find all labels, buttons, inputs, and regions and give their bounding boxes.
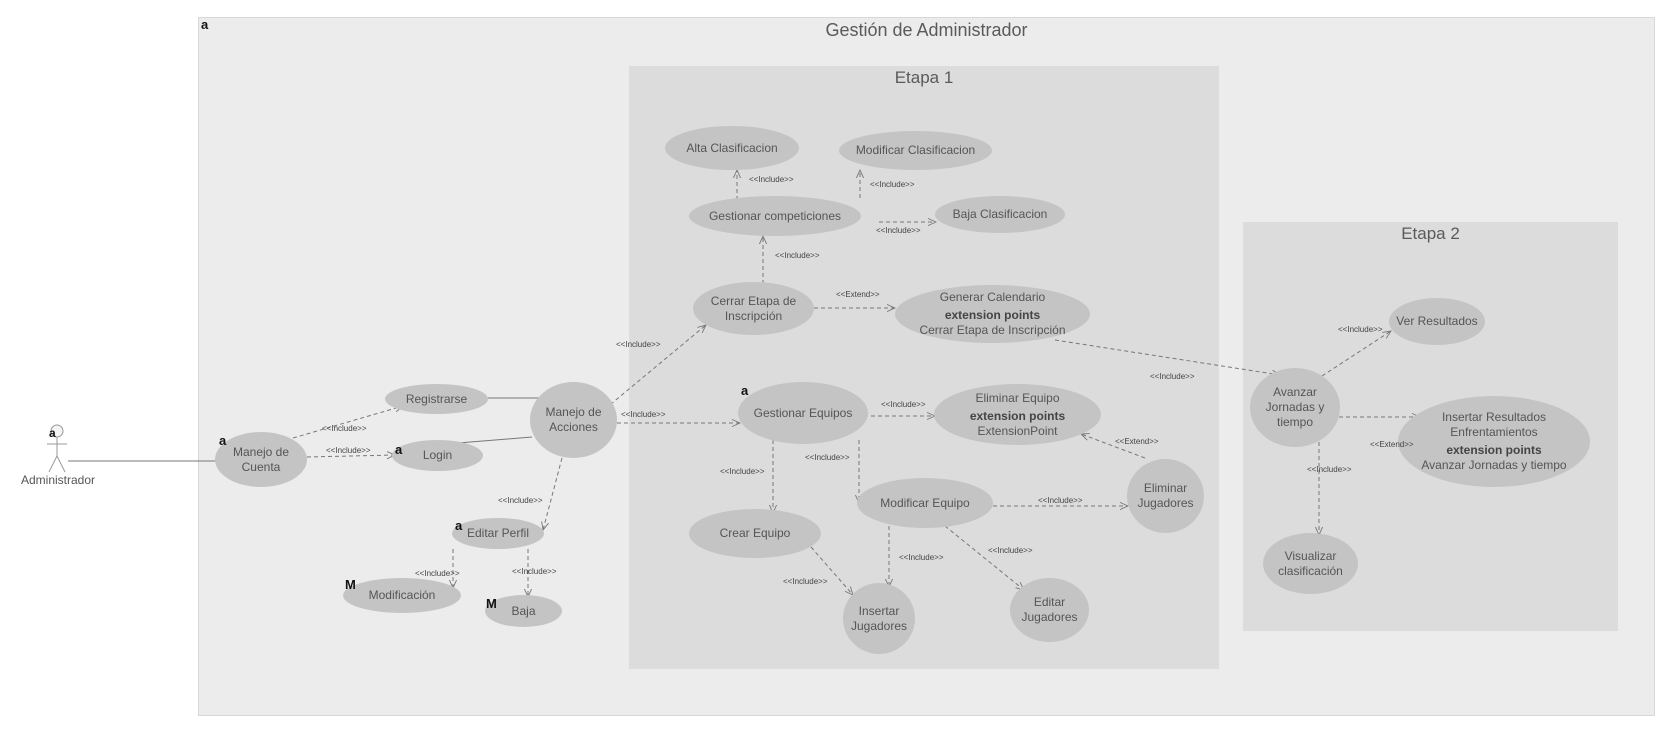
- extension-point: ExtensionPoint: [977, 423, 1058, 438]
- include-label: <<Include>>: [621, 410, 666, 419]
- system-title: Gestión de Administrador: [825, 20, 1028, 40]
- generar-calendario-title: Generar Calendario: [939, 290, 1046, 304]
- include-label: <<Include>>: [881, 400, 926, 409]
- usecase-modificar-equipo[interactable]: Modificar Equipo: [857, 478, 993, 528]
- extend-label: <<Extend>>: [1370, 440, 1414, 449]
- extend-label: <<Extend>>: [1115, 437, 1159, 446]
- include-generar-avanzar: [1054, 339, 1280, 375]
- usecase-ver-resultados[interactable]: Ver Resultados: [1389, 298, 1485, 345]
- usecase-modificacion[interactable]: Modificación: [343, 578, 461, 613]
- include-label: <<Include>>: [749, 175, 794, 184]
- include-label: <<Include>>: [326, 446, 371, 455]
- usecase-manejo-de-acciones[interactable]: Manejo de Acciones: [530, 382, 617, 458]
- actor-label: Administrador: [21, 473, 96, 487]
- eliminar-equipo-title: Eliminar Equipo: [975, 390, 1060, 405]
- include-label: <<Include>>: [1338, 325, 1383, 334]
- usecase-gestionar-equipos[interactable]: Gestionar Equipos: [738, 382, 868, 444]
- include-cuenta-login: [306, 455, 395, 457]
- actor-a-marker: a: [49, 426, 56, 440]
- usecase-insertar-jugadores[interactable]: Insertar Jugadores: [843, 583, 915, 654]
- usecase-crear-equipo[interactable]: Crear Equipo: [689, 509, 821, 558]
- usecase-login[interactable]: Login: [392, 440, 483, 471]
- boundary-a-marker: a: [201, 17, 209, 32]
- usecase-eliminar-equipo[interactable]: Eliminar Equipo extension points Extensi…: [934, 384, 1101, 445]
- include-label: <<Include>>: [415, 569, 460, 578]
- include-acciones-editar-perfil: [543, 457, 563, 530]
- usecase-editar-jugadores[interactable]: Editar Jugadores: [1010, 578, 1089, 642]
- include-label: <<Include>>: [805, 453, 850, 462]
- usecase-baja-clasificacion[interactable]: Baja Clasificacion: [935, 196, 1065, 233]
- login-a-marker: a: [395, 442, 403, 457]
- modificacion-m-marker: M: [345, 577, 356, 592]
- usecase-gestionar-competiciones[interactable]: Gestionar competiciones: [689, 196, 861, 236]
- extension-point: Avanzar Jornadas y tiempo: [1421, 458, 1567, 472]
- usecase-editar-perfil[interactable]: Editar Perfil: [452, 518, 544, 549]
- include-label: <<Include>>: [988, 546, 1033, 555]
- include-label: <<Include>>: [720, 467, 765, 476]
- usecase-modificar-clasificacion[interactable]: Modificar Clasificacion: [839, 131, 992, 170]
- usecase-insertar-resultados-enfrentamientos[interactable]: Insertar Resultados Enfrentamientos exte…: [1398, 396, 1590, 487]
- include-label: <<Include>>: [1307, 465, 1352, 474]
- extension-points-heading: extension points: [944, 308, 1041, 322]
- include-label: <<Include>>: [870, 180, 915, 189]
- usecase-generar-calendario[interactable]: Generar Calendario extension points Cerr…: [895, 285, 1090, 343]
- baja-m-marker: M: [486, 596, 497, 611]
- extension-points-heading: extension points: [1446, 443, 1542, 457]
- include-label: <<Include>>: [1150, 372, 1195, 381]
- usecase-baja[interactable]: Baja: [485, 595, 562, 627]
- include-label: <<Include>>: [876, 226, 921, 235]
- gestionar-equipos-a-marker: a: [741, 383, 749, 398]
- usecase-eliminar-jugadores[interactable]: Eliminar Jugadores: [1127, 459, 1204, 533]
- usecase-cerrar-etapa-inscripcion[interactable]: Cerrar Etapa de Inscripción: [693, 282, 814, 335]
- insertar-resultados-title: Insertar Resultados Enfrentamientos: [1441, 410, 1547, 439]
- administrador-actor-icon: [47, 424, 67, 473]
- include-label: <<Include>>: [616, 340, 661, 349]
- include-modificar-editar-jugadores: [944, 525, 1024, 590]
- extension-points-heading: extension points: [969, 408, 1066, 423]
- etapa-1-title: Etapa 1: [894, 68, 954, 87]
- include-avanzar-ver-resultados: [1321, 331, 1391, 377]
- etapa-2-title: Etapa 2: [1401, 224, 1460, 243]
- include-label: <<Include>>: [322, 424, 367, 433]
- editar-perfil-a-marker: a: [455, 518, 463, 533]
- usecase-registrarse[interactable]: Registrarse: [385, 384, 488, 414]
- manejo-cuenta-a-marker: a: [219, 433, 227, 448]
- include-label: <<Include>>: [1038, 496, 1083, 505]
- include-label: <<Include>>: [775, 251, 820, 260]
- include-cuenta-registrarse: [292, 406, 403, 439]
- include-crear-insertar: [810, 546, 853, 595]
- usecase-manejo-de-cuenta[interactable]: Manejo de Cuenta: [215, 432, 307, 487]
- usecase-visualizar-clasificacion[interactable]: Visualizar clasificación: [1263, 533, 1358, 594]
- include-acciones-cerrar-etapa: [604, 325, 706, 410]
- include-label: <<Include>>: [498, 496, 543, 505]
- usecase-avanzar-jornadas-y-tiempo[interactable]: Avanzar Jornadas y tiempo: [1250, 368, 1340, 447]
- extend-label: <<Extend>>: [836, 290, 880, 299]
- extension-point: Cerrar Etapa de Inscripción: [919, 323, 1066, 337]
- usecase-alta-clasificacion[interactable]: Alta Clasificacion: [665, 126, 799, 170]
- association-login-manejo-acciones: [457, 436, 533, 444]
- include-label: <<Include>>: [512, 567, 557, 576]
- include-label: <<Include>>: [899, 553, 944, 562]
- extend-eliminar-jugadores-eliminar-equipo: [1081, 434, 1146, 459]
- include-label: <<Include>>: [783, 577, 828, 586]
